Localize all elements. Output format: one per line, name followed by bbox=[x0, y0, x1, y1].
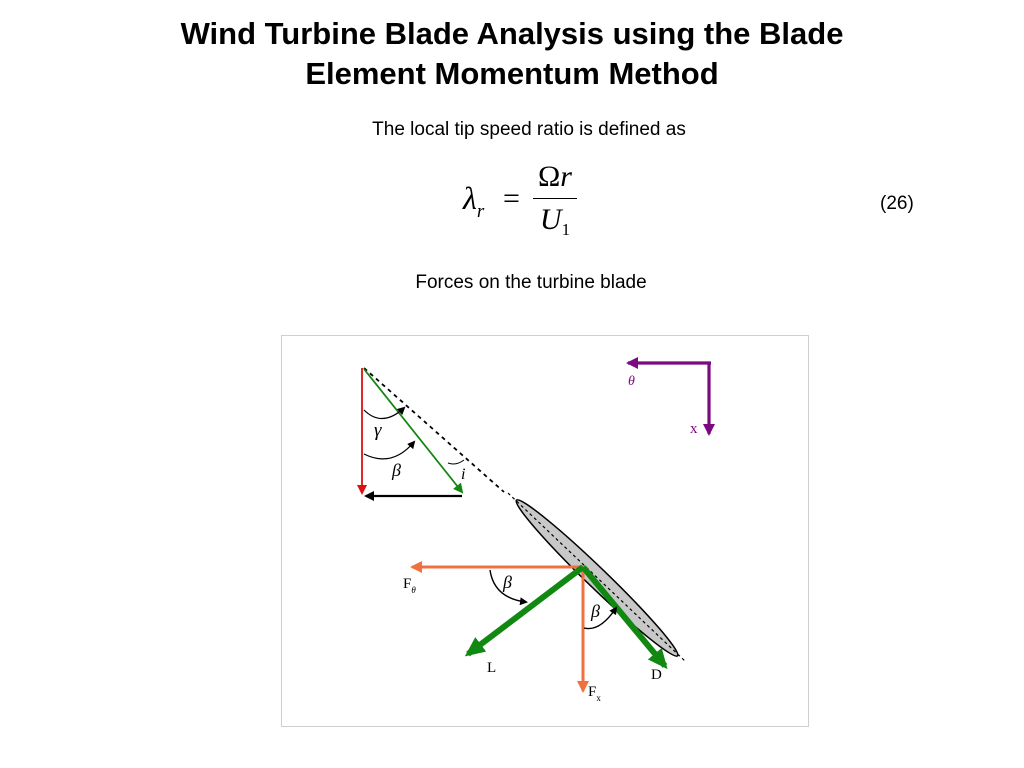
f-theta-subscript: θ bbox=[411, 585, 416, 595]
equation-fraction: Ωr U1 bbox=[533, 160, 577, 241]
beta-arc-upper bbox=[363, 440, 416, 460]
incidence-arc bbox=[447, 459, 465, 465]
relative-velocity-arrow bbox=[363, 368, 464, 494]
f-theta-label: Fθ bbox=[403, 576, 416, 595]
theta-axis-label: θ bbox=[628, 374, 635, 389]
equation-number: (26) bbox=[880, 193, 914, 214]
equals-sign: = bbox=[503, 182, 520, 215]
gamma-arc bbox=[363, 406, 406, 420]
lift-label: L bbox=[487, 660, 496, 676]
tip-speed-ratio-equation: λr = Ωr U1 bbox=[455, 158, 595, 248]
x-axis-label: x bbox=[690, 421, 698, 437]
denominator-subscript: 1 bbox=[561, 220, 571, 239]
fraction-bar bbox=[533, 198, 577, 199]
incidence-label: i bbox=[461, 466, 465, 483]
lambda-symbol: λ bbox=[463, 180, 477, 216]
f-x-letter: F bbox=[588, 684, 596, 700]
f-x-subscript: x bbox=[596, 693, 601, 703]
beta-arc-lower-left bbox=[489, 569, 528, 606]
turbine-blade bbox=[515, 499, 679, 657]
fraction-numerator: Ωr bbox=[535, 160, 575, 194]
omega-symbol: Ω bbox=[538, 160, 561, 193]
lift-force-arrow bbox=[464, 564, 585, 657]
title-line-1: Wind Turbine Blade Analysis using the Bl… bbox=[180, 16, 844, 51]
f-theta-letter: F bbox=[403, 576, 411, 592]
denominator-variable: U bbox=[539, 203, 562, 236]
title-line-2: Element Momentum Method bbox=[305, 56, 719, 91]
subtitle-text: The local tip speed ratio is defined as bbox=[372, 119, 686, 140]
lambda-subscript: r bbox=[476, 201, 485, 222]
slide-title: Wind Turbine Blade Analysis using the Bl… bbox=[0, 14, 1024, 94]
gamma-label: γ bbox=[374, 420, 382, 441]
extended-chord-dotted-line bbox=[363, 367, 505, 493]
blade-chord-line bbox=[507, 492, 687, 663]
beta-label-lower-left: β bbox=[502, 572, 512, 592]
beta-label-lower-right: β bbox=[590, 601, 600, 621]
fraction-denominator: U1 bbox=[535, 203, 575, 241]
blade-forces-diagram: γ β i θ x β β Fθ L D Fx bbox=[357, 357, 715, 703]
beta-label-upper: β bbox=[391, 460, 401, 480]
equation-lhs: λr bbox=[463, 180, 484, 222]
drag-label: D bbox=[651, 667, 662, 683]
drag-force-arrow bbox=[580, 565, 668, 670]
figure-caption: Forces on the turbine blade bbox=[415, 272, 647, 293]
beta-arc-lower-right bbox=[583, 606, 618, 630]
blade-forces-figure: γ β i θ x β β Fθ L D Fx bbox=[281, 335, 809, 727]
numerator-variable: r bbox=[560, 160, 572, 193]
f-x-label: Fx bbox=[588, 684, 601, 703]
